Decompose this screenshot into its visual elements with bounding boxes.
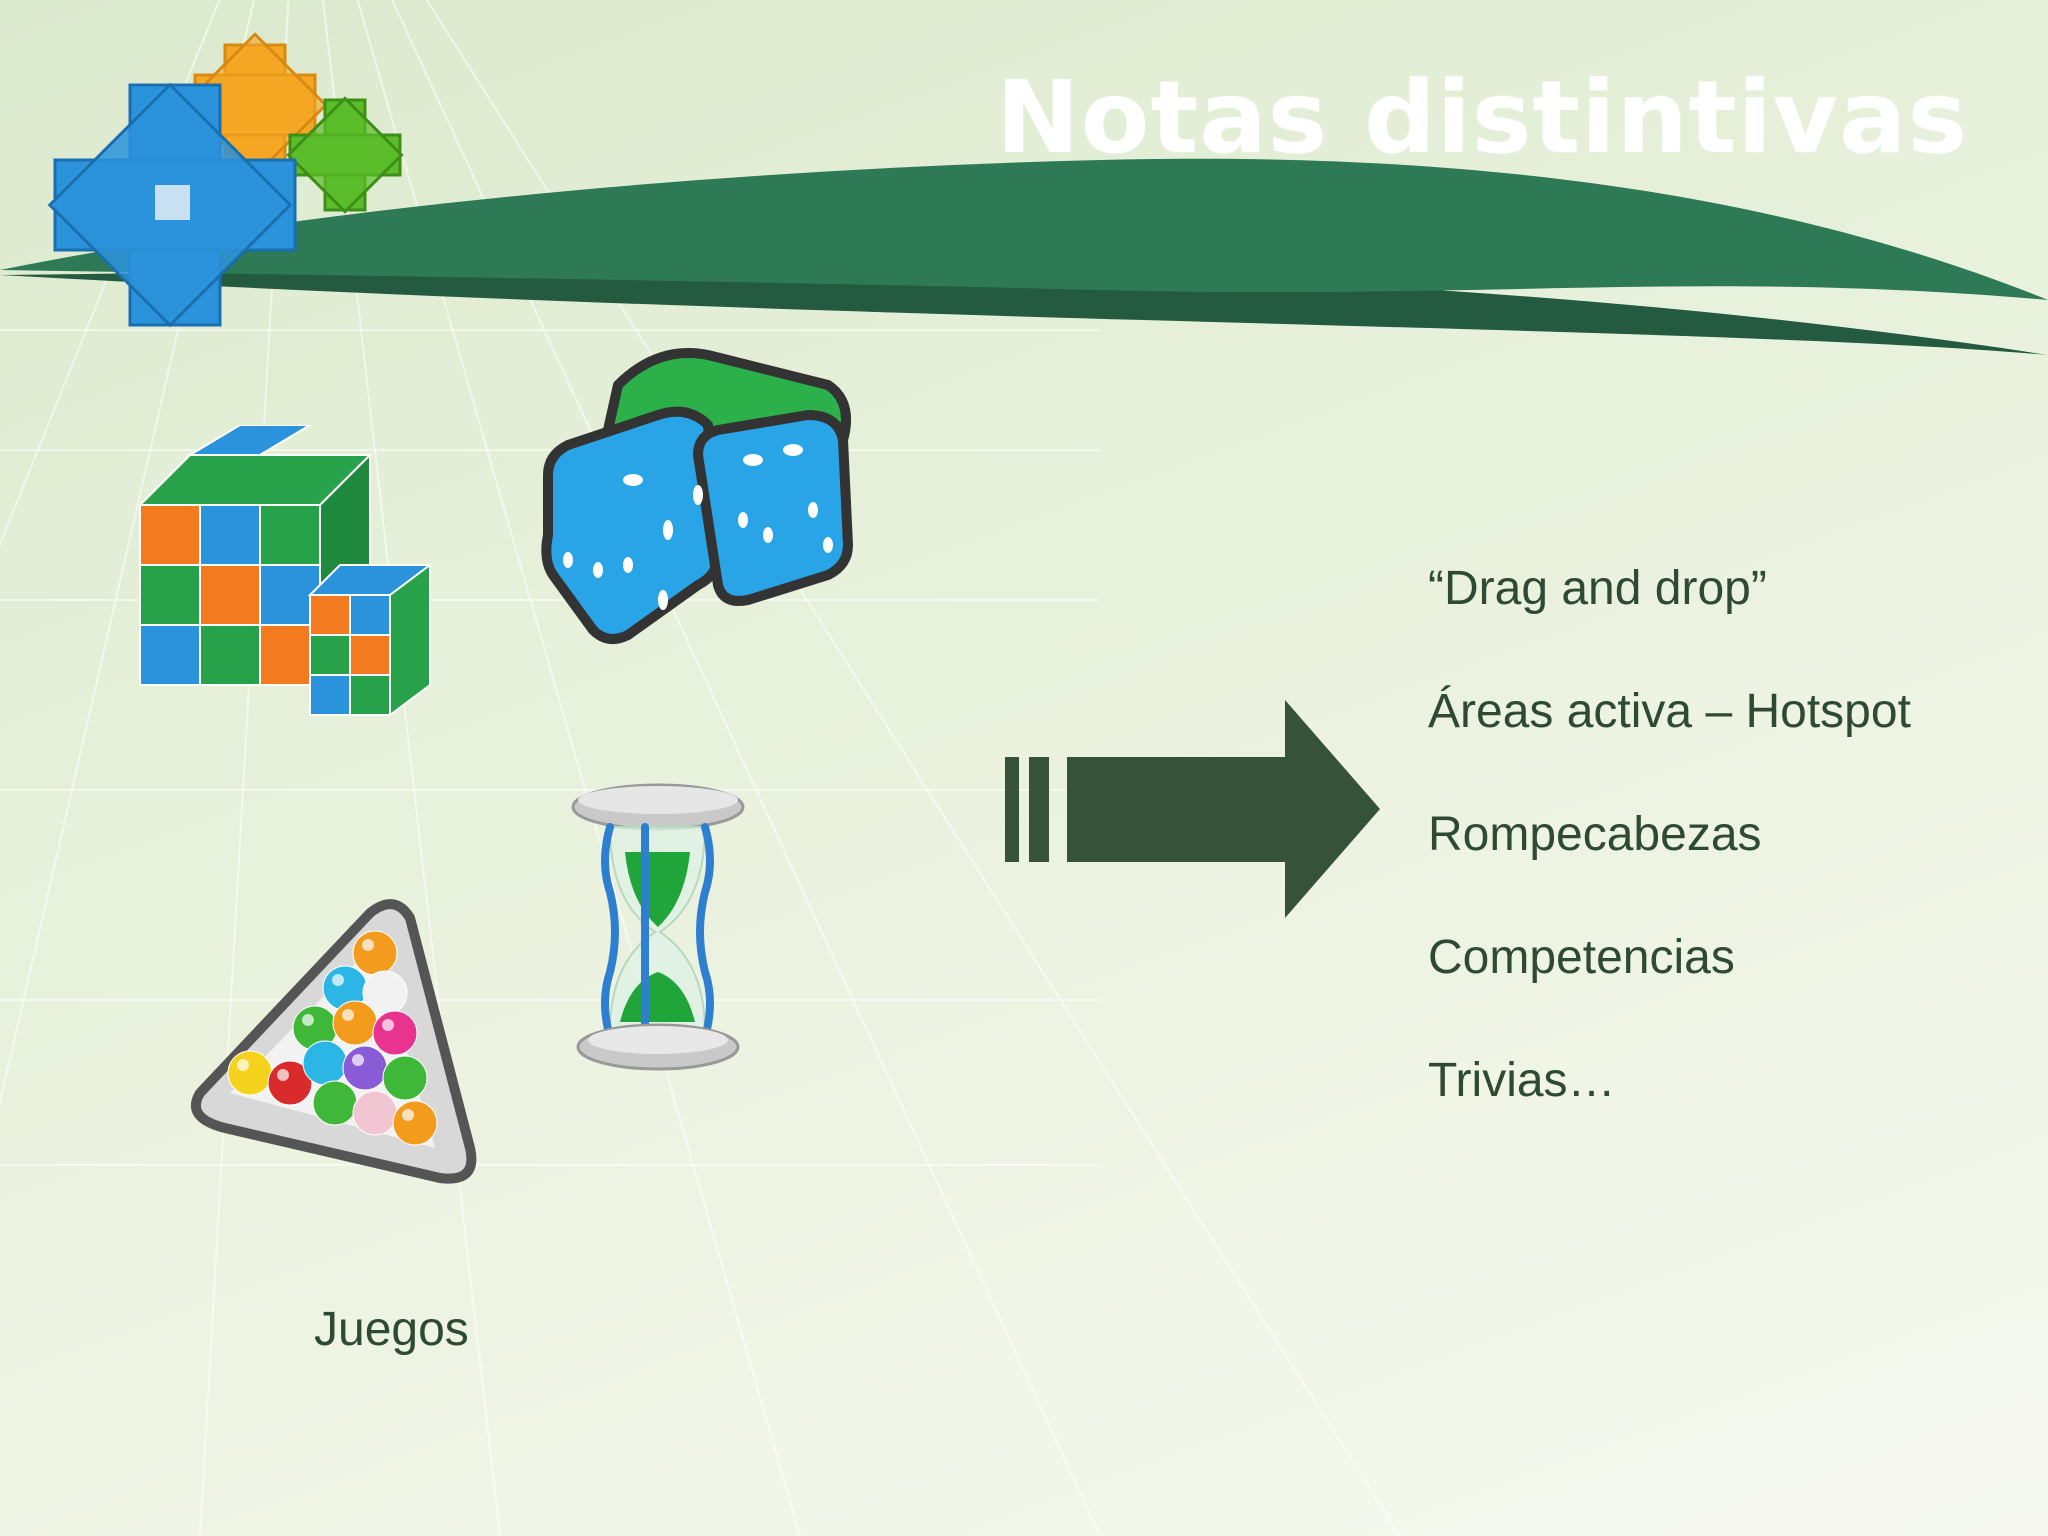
feature-item-competitions: Competencias	[1428, 931, 1735, 984]
right-arrow-icon	[1005, 700, 1380, 918]
billiard-balls-icon	[190, 899, 477, 1184]
dice-icon	[541, 348, 853, 644]
games-caption: Juegos	[314, 1303, 469, 1356]
feature-item-trivia: Trivias…	[1428, 1054, 1616, 1107]
feature-item-drag-and-drop: “Drag and drop”	[1428, 562, 1767, 615]
hourglass-icon	[571, 783, 745, 1071]
slide-title: Notas distintivas	[996, 59, 1968, 176]
feature-item-hotspot: Áreas activa – Hotspot	[1428, 685, 1911, 738]
gears-puzzle-icon	[47, 32, 404, 328]
cubes-icon	[137, 425, 433, 717]
feature-list: “Drag and drop” Áreas activa – Hotspot R…	[1428, 560, 1911, 1175]
feature-item-puzzles: Rompecabezas	[1428, 808, 1762, 861]
